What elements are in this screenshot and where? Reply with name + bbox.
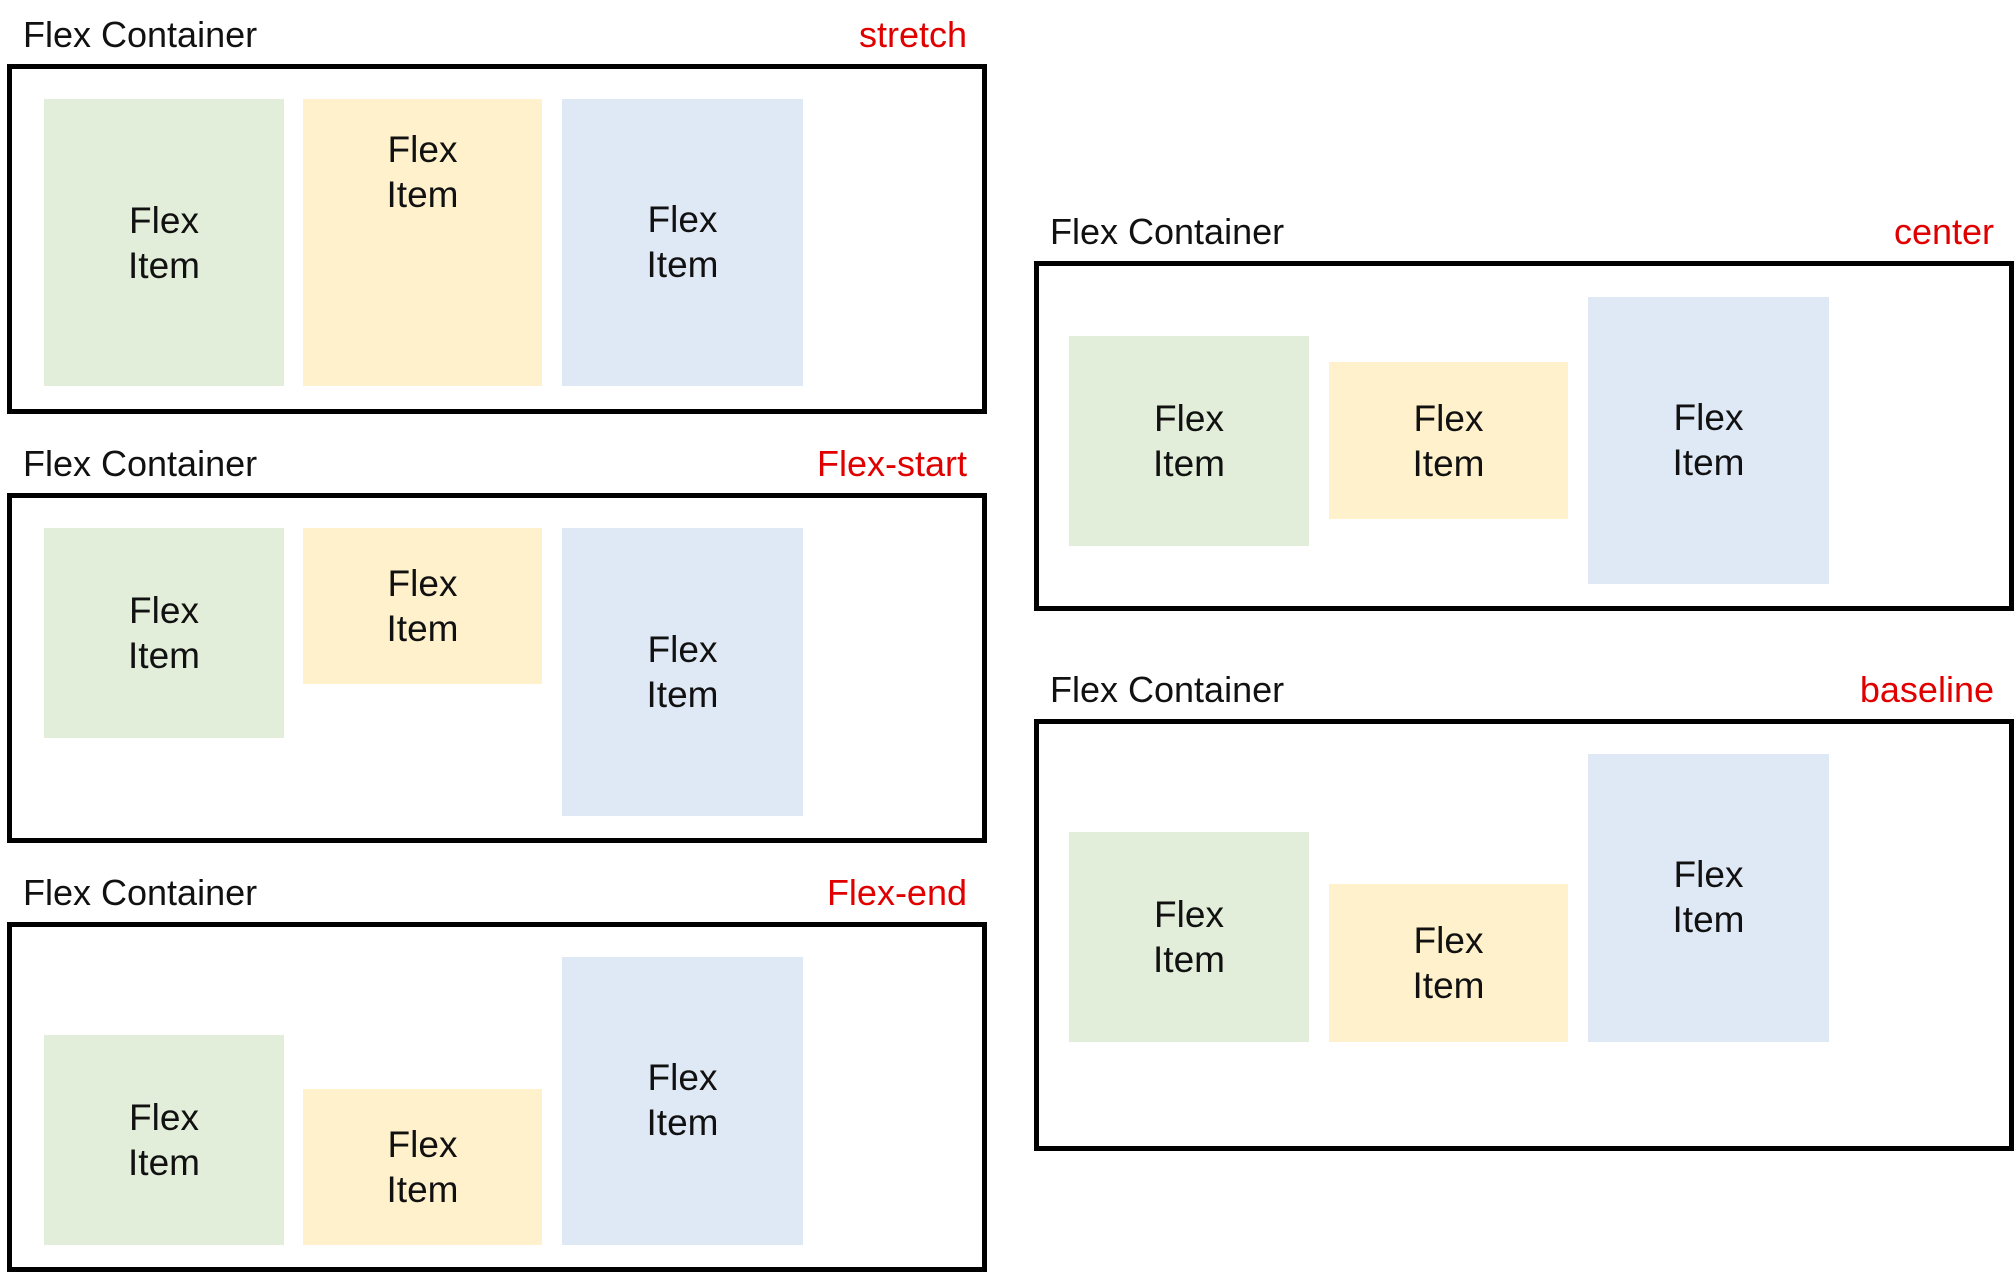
flex-item-line1: Flex <box>647 629 718 670</box>
flex-item-line2: Item <box>128 244 200 286</box>
flex-item-line2: Item <box>1672 442 1745 483</box>
flex-item-line1: Flex <box>1673 854 1744 895</box>
flex-item-line2: Item <box>386 174 459 215</box>
flex-item-line2: Item <box>1412 965 1485 1006</box>
flex-item-line2: Item <box>646 1102 719 1143</box>
panel-baseline-title: Flex Container <box>1050 669 1285 710</box>
flex-item-line2: Item <box>646 244 719 285</box>
flex-item-line2: Item <box>1153 443 1225 484</box>
flex-item-line2: Item <box>128 635 200 676</box>
flex-item-line1: Flex <box>387 563 458 604</box>
flex-item-line1: Flex <box>1154 894 1224 935</box>
flex-item-line1: Flex <box>1413 397 1484 439</box>
panel-stretch-mode-label: stretch <box>858 14 967 55</box>
flex-item-line2: Item <box>128 1142 200 1183</box>
panel-flex-start-mode-label: Flex-start <box>816 443 967 484</box>
flex-item-line1: Flex <box>129 199 199 241</box>
panel-flex-end-mode-label: Flex-end <box>826 872 967 913</box>
flex-item-line1: Flex <box>129 1097 199 1138</box>
flex-item-line2: Item <box>1153 939 1225 980</box>
panel-flex-start-title: Flex Container <box>23 443 258 484</box>
flex-item-line1: Flex <box>387 129 458 170</box>
flex-item-line2: Item <box>386 608 459 649</box>
flex-item-line1: Flex <box>1673 397 1744 438</box>
flex-item-line1: Flex <box>129 590 199 631</box>
panel-stretch-title: Flex Container <box>23 14 258 55</box>
flex-item-line1: Flex <box>387 1124 458 1165</box>
panel-flex-end-title: Flex Container <box>23 872 258 913</box>
panel-center-mode-label: center <box>1893 211 1994 252</box>
flex-item-line2: Item <box>386 1169 459 1210</box>
flex-item-line1: Flex <box>647 199 718 240</box>
flex-item-line1: Flex <box>1413 920 1484 961</box>
flex-item-line1: Flex <box>647 1057 718 1098</box>
flex-item-line1: Flex <box>1154 398 1224 439</box>
panel-baseline-mode-label: baseline <box>1859 669 1994 710</box>
flex-item-line2: Item <box>1672 899 1745 940</box>
flex-item-line2: Item <box>646 674 719 715</box>
flex-item-line2: Item <box>1412 442 1485 484</box>
panel-center-title: Flex Container <box>1050 211 1285 252</box>
